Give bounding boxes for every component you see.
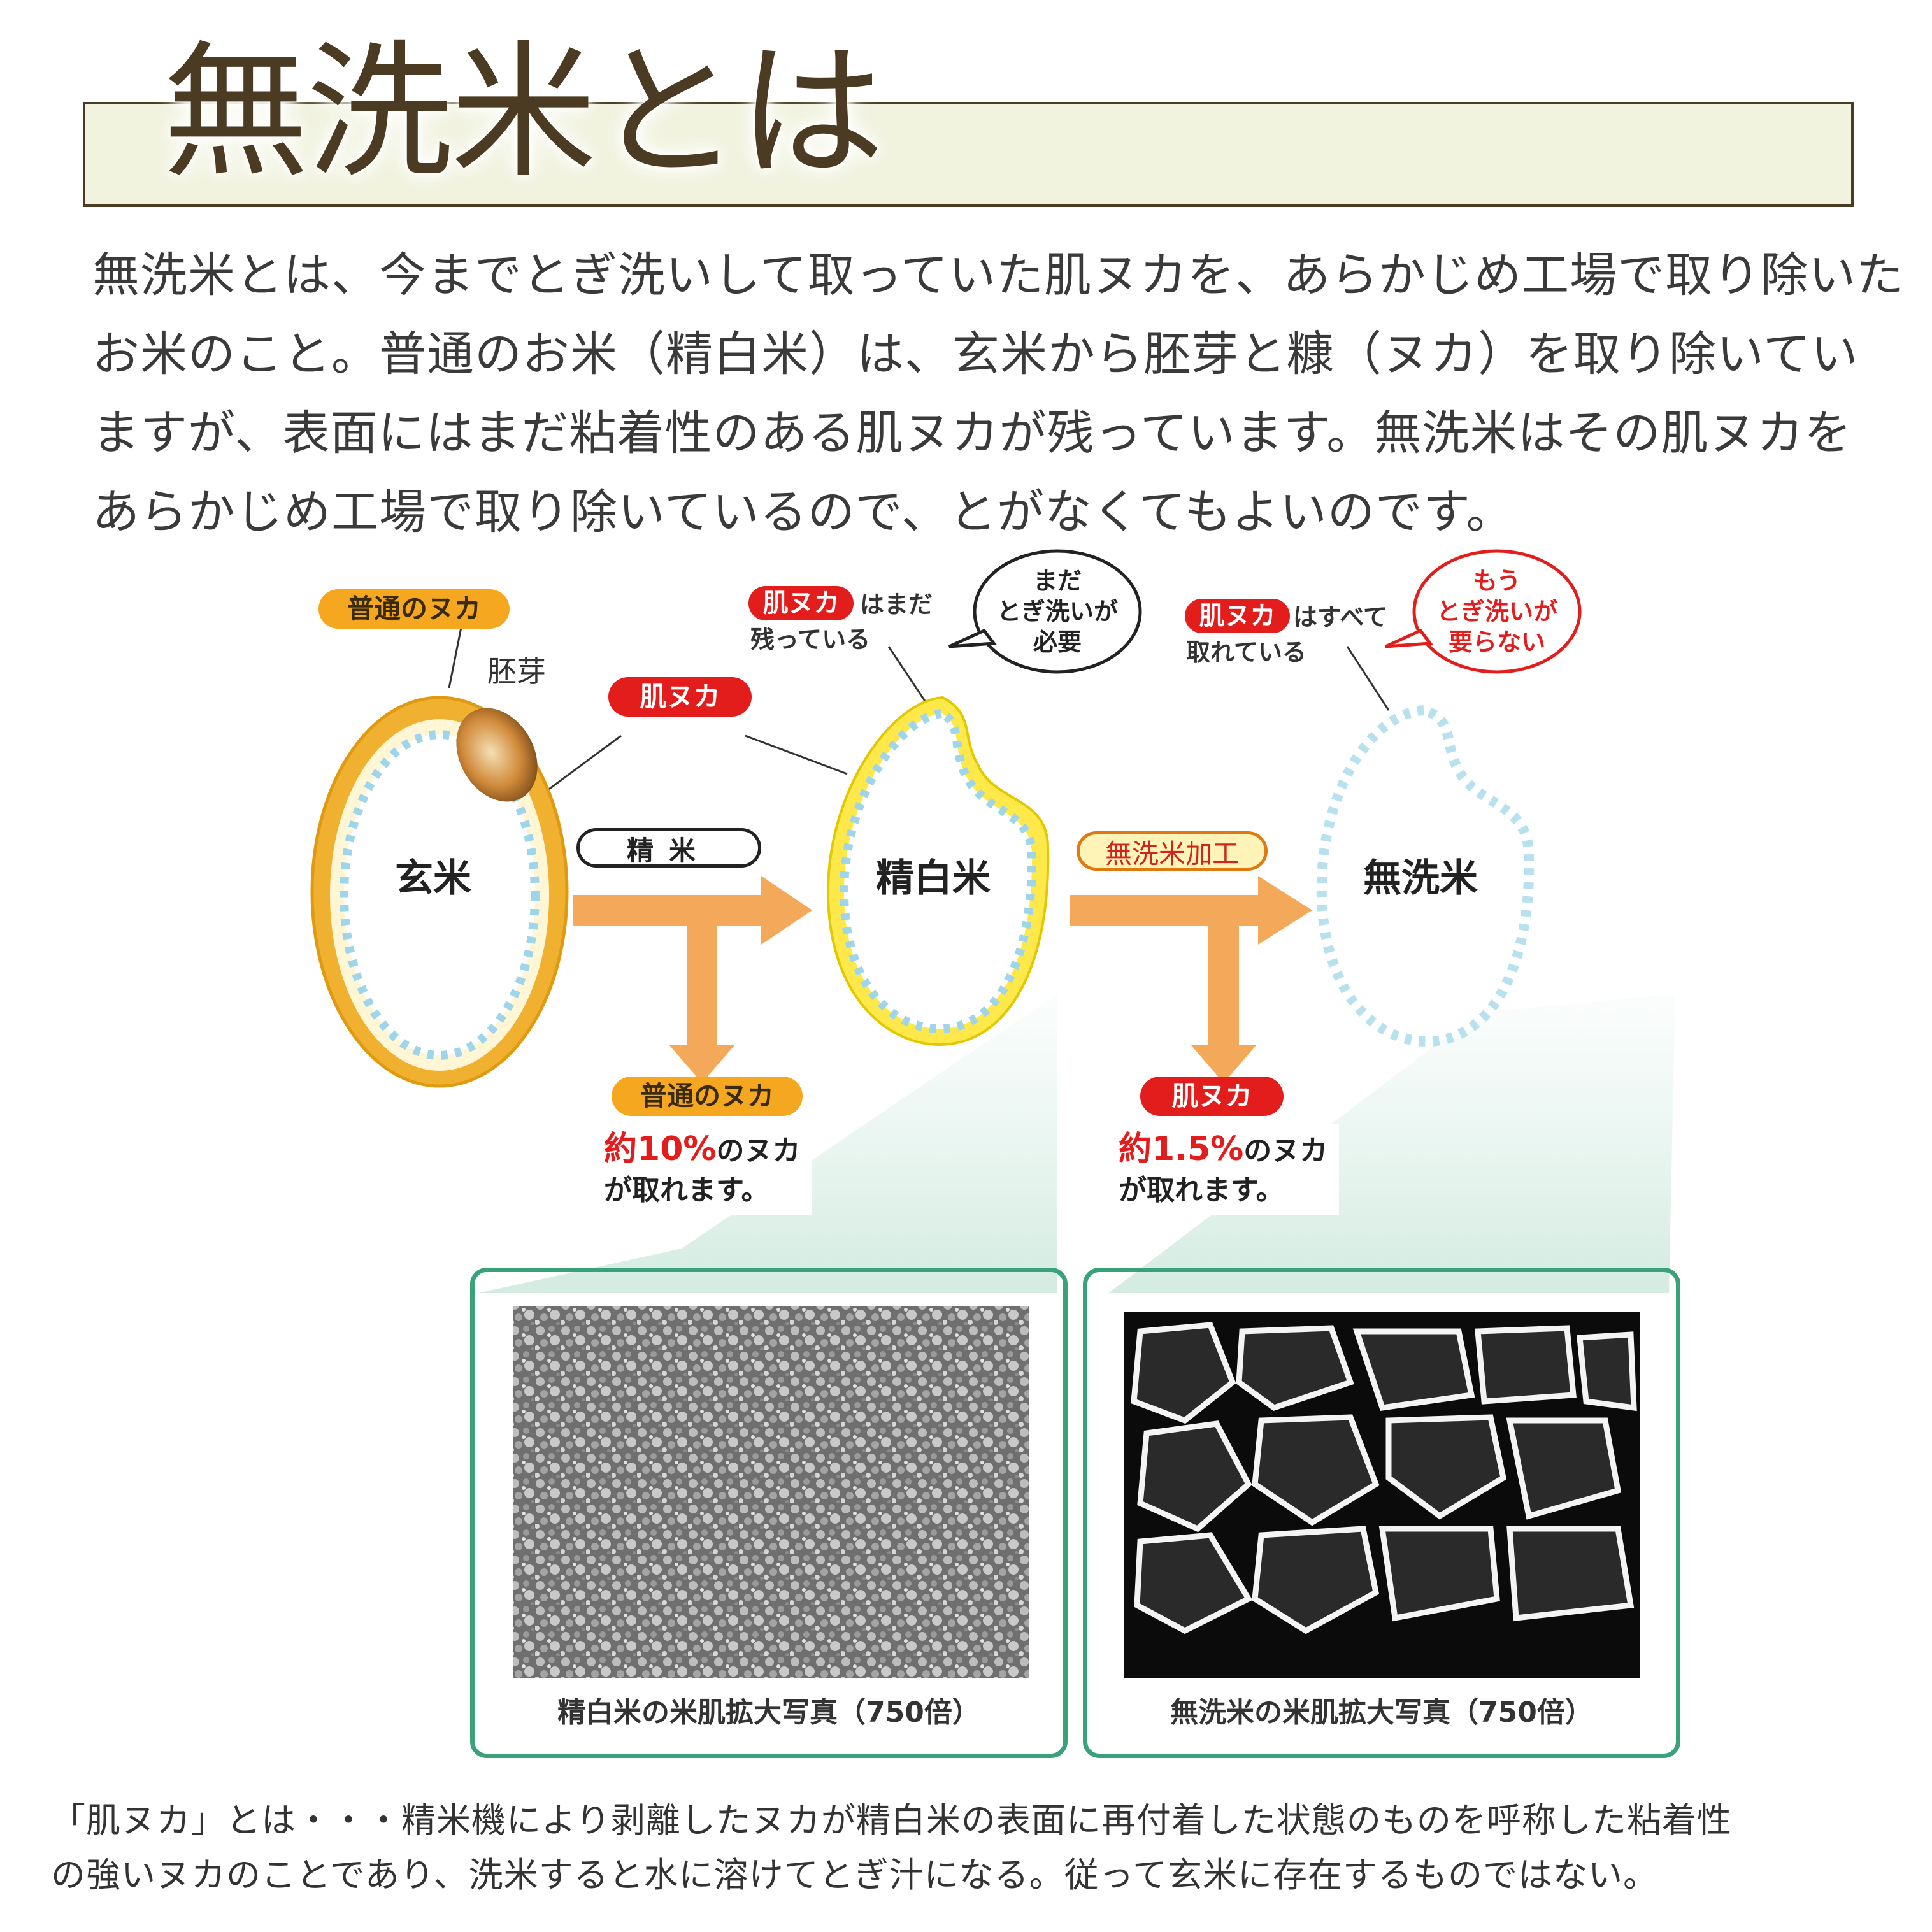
tag-hada-nuka: 肌ヌカ	[608, 677, 752, 717]
bubble-line: 必要	[981, 627, 1134, 657]
bubble-line: とぎ洗いが	[1420, 596, 1573, 627]
bubble-text-black: まだ とぎ洗いが 必要	[981, 566, 1134, 657]
footnote-line: 「肌ヌカ」とは・・・精米機により剥離したヌカが精白米の表面に再付着した状態のもの…	[51, 1793, 1898, 1848]
tag-seihaku-hada-nuka: 肌ヌカ	[748, 586, 854, 620]
bubble-line: とぎ洗いが	[981, 596, 1134, 627]
photo-frame-musen: 無洗米の米肌拡大写真（750倍）	[1083, 1268, 1680, 1758]
step-musenmai-kakou: 無洗米加工	[1077, 831, 1268, 871]
note-1-5-percent: 約1.5%のヌカ が取れます。	[1107, 1124, 1339, 1215]
note-line2: が取れます。	[604, 1171, 800, 1210]
tag-futsu-nuka-top: 普通のヌカ	[318, 589, 510, 629]
note-post: のヌカ	[716, 1134, 800, 1167]
label-genmai: 玄米	[395, 847, 471, 903]
footnote: 「肌ヌカ」とは・・・精米機により剥離したヌカが精白米の表面に再付着した状態のもの…	[51, 1793, 1898, 1903]
tag-hada-nuka-bottom: 肌ヌカ	[1140, 1077, 1284, 1116]
bubble-line: 要らない	[1420, 627, 1573, 657]
caption-musen: 無洗米の米肌拡大写真（750倍）	[1087, 1689, 1676, 1730]
label-musenmai: 無洗米	[1363, 847, 1478, 903]
note-post: のヌカ	[1243, 1134, 1327, 1167]
caption-seihaku: 精白米の米肌拡大写真（750倍）	[475, 1689, 1063, 1730]
note-pre: 約	[1119, 1130, 1152, 1168]
note-pre: 約	[604, 1130, 637, 1168]
step-seimai: 精米	[576, 828, 761, 868]
note-line2: が取れます。	[1119, 1171, 1327, 1210]
bubble-line: まだ	[981, 566, 1134, 596]
bubble-text-red: もう とぎ洗いが 要らない	[1420, 566, 1573, 657]
note-10-percent: 約10%のヌカ が取れます。	[592, 1124, 812, 1215]
note-value: 10%	[637, 1130, 716, 1168]
tag-musen-hada-nuka: 肌ヌカ	[1185, 599, 1290, 633]
bubble-line: もう	[1420, 566, 1573, 596]
label-seihaku-hamada: はまだ	[860, 589, 933, 620]
photo-frame-seihaku: 精白米の米肌拡大写真（750倍）	[470, 1268, 1068, 1758]
tag-futsu-nuka-bottom: 普通のヌカ	[612, 1077, 803, 1116]
label-seihaku-nokotteiru: 残っている	[750, 624, 870, 655]
note-value: 1.5%	[1152, 1130, 1243, 1168]
label-musen-hasubete: はすべて	[1293, 602, 1387, 633]
label-seihakumai: 精白米	[876, 847, 991, 903]
label-haiga: 胚芽	[487, 656, 546, 687]
footnote-line: の強いヌカのことであり、洗米すると水に溶けてとぎ汁になる。従って玄米に存在するも…	[51, 1848, 1898, 1903]
label-musen-toreteiru: 取れている	[1186, 637, 1306, 668]
